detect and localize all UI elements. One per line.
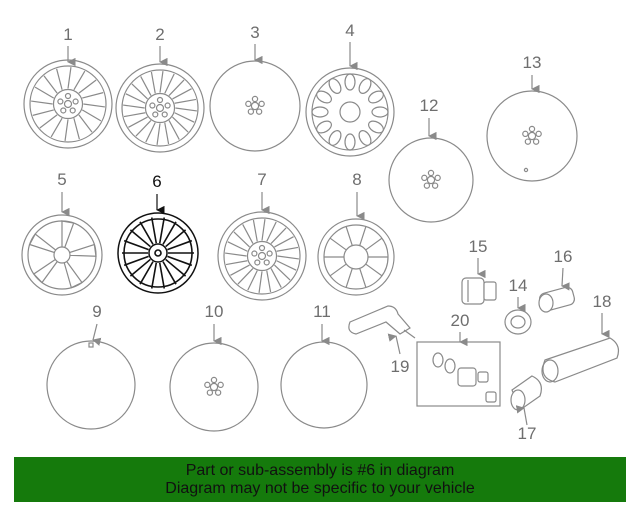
callout-16-arrow: [561, 267, 570, 291]
wheel-4[interactable]: [305, 67, 395, 157]
callout-17[interactable]: 17: [515, 405, 537, 443]
callout-15[interactable]: 15: [469, 237, 488, 279]
part-19-tpms-sensor[interactable]: [348, 305, 416, 339]
callout-14[interactable]: 14: [509, 276, 528, 313]
banner-line-part: Part or sub-assembly is #6 in diagram: [185, 461, 455, 479]
callout-15-label: 15: [469, 237, 488, 256]
banner-line-disclaimer: Diagram may not be specific to your vehi…: [165, 479, 475, 497]
callout-4-label: 4: [345, 21, 354, 40]
wheel-5[interactable]: [21, 214, 103, 296]
callout-3-label: 3: [250, 23, 259, 42]
callout-8-label: 8: [352, 170, 361, 189]
part-14-valve-cap[interactable]: [504, 309, 532, 335]
callout-17-arrow: [515, 405, 528, 426]
callout-2[interactable]: 2: [155, 25, 168, 67]
wheel-8[interactable]: [317, 218, 395, 296]
callout-8[interactable]: 8: [352, 170, 365, 221]
callout-5-label: 5: [57, 170, 66, 189]
wheel-3[interactable]: [209, 60, 301, 152]
wheel-6[interactable]: [117, 212, 199, 294]
parts-layer: [21, 59, 620, 432]
callout-19-arrow: [387, 333, 401, 355]
wheel-1[interactable]: [23, 59, 113, 149]
callout-9-arrow: [92, 323, 102, 346]
callout-6-label: 6: [152, 172, 161, 191]
callout-7[interactable]: 7: [257, 170, 270, 215]
callout-16[interactable]: 16: [554, 247, 573, 291]
callout-1[interactable]: 1: [63, 25, 76, 67]
callout-19-label: 19: [391, 357, 410, 376]
callout-18[interactable]: 18: [593, 292, 612, 339]
wheel-2[interactable]: [115, 63, 205, 153]
callout-14-label: 14: [509, 276, 528, 295]
callout-2-label: 2: [155, 25, 164, 44]
callout-11[interactable]: 11: [313, 302, 331, 346]
callout-18-label: 18: [593, 292, 612, 311]
callout-4[interactable]: 4: [345, 21, 358, 71]
callout-13-label: 13: [523, 53, 542, 72]
callout-12-label: 12: [420, 96, 439, 115]
callout-7-label: 7: [257, 170, 266, 189]
callout-10-label: 10: [205, 302, 224, 321]
wheel-11[interactable]: [280, 341, 368, 429]
wheel-9[interactable]: [46, 340, 136, 430]
wheel-10[interactable]: [169, 342, 259, 432]
callout-10[interactable]: 10: [205, 302, 224, 346]
part-17-cap[interactable]: [510, 375, 542, 411]
info-banner: Part or sub-assembly is #6 in diagram Di…: [14, 457, 626, 502]
part-18-cover[interactable]: [541, 337, 620, 383]
callout-3[interactable]: 3: [250, 23, 263, 65]
wheel-7[interactable]: [217, 211, 307, 301]
callout-20[interactable]: 20: [451, 311, 470, 347]
callout-11-label: 11: [313, 302, 331, 321]
callout-9-label: 9: [92, 302, 101, 321]
part-16-sensor-valve[interactable]: [538, 286, 576, 313]
callout-5[interactable]: 5: [57, 170, 70, 217]
part-20-valve-kit[interactable]: [416, 341, 501, 407]
callout-17-label: 17: [518, 424, 537, 443]
part-15-lug-nut[interactable]: [461, 277, 497, 305]
callout-9[interactable]: 9: [92, 302, 102, 346]
callout-1-label: 1: [63, 25, 72, 44]
callout-20-label: 20: [451, 311, 470, 330]
callout-19[interactable]: 19: [387, 333, 410, 376]
callout-12[interactable]: 12: [420, 96, 439, 141]
callout-13[interactable]: 13: [523, 53, 542, 94]
callout-16-label: 16: [554, 247, 573, 266]
wheel-12[interactable]: [388, 137, 474, 223]
callout-6[interactable]: 6: [152, 172, 165, 215]
wheel-13[interactable]: [486, 90, 578, 182]
